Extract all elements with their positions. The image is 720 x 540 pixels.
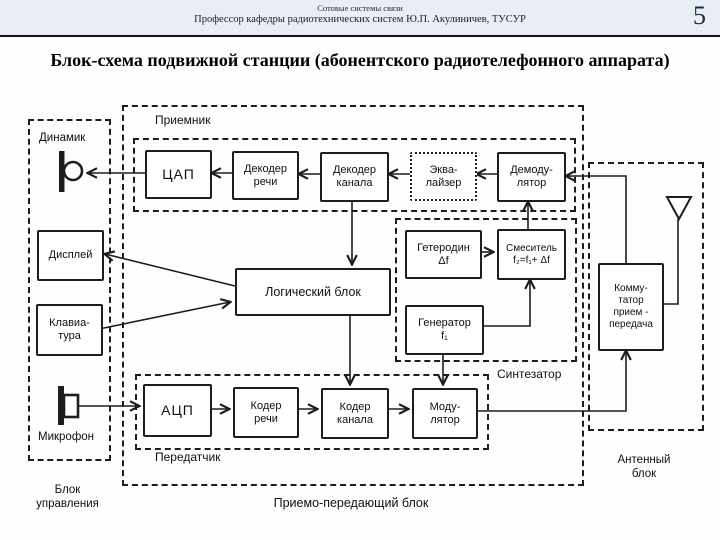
block-switch: Комму- татор прием - передача [598,263,664,351]
block-channel-coder-label: Кодер канала [337,400,373,426]
block-demodulator: Демоду- лятор [497,152,566,202]
block-display: Дисплей [37,230,104,281]
block-speech-coder-label: Кодер речи [250,399,282,425]
block-logic-label: Логический блок [265,284,361,299]
block-keyboard: Клавиа- тура [36,304,103,356]
block-equalizer: Эква- лайзер [410,152,477,201]
block-adc-label: АЦП [161,402,194,419]
block-mixer-label: Смеситель f₂=f₁+ Δf [506,242,557,266]
block-equalizer-label: Эква- лайзер [425,163,462,189]
synthesizer-label: Синтезатор [497,367,562,381]
block-generator-label: Генератор f₁ [418,317,471,342]
connector-switch-to-demod [566,176,627,263]
block-local-oscillator-label: Гетеродин Δf [417,241,470,267]
connector-gen-to-mixer [480,280,530,327]
transceiver-caption: Приемо-передающий блок [273,496,429,510]
block-modulator-label: Моду- лятор [429,400,461,426]
block-speech-decoder: Декодер речи [232,151,299,200]
block-generator: Генератор f₁ [405,305,484,355]
block-logic: Логический блок [235,268,391,316]
connector-mod-to-switch [474,351,626,412]
transmitter-container [135,374,489,450]
transmitter-label: Передатчик [155,450,221,464]
page-number: 5 [693,1,706,30]
connector-logic-to-display [105,254,236,287]
block-display-label: Дисплей [48,249,93,262]
antenna-icon [665,196,693,222]
connector-keyboard-to-logic [98,302,230,330]
block-channel-coder: Кодер канала [321,388,389,439]
antenna-unit-caption: Антенный блок [617,454,671,481]
block-mixer: Смеситель f₂=f₁+ Δf [497,229,566,280]
block-speech-coder: Кодер речи [233,387,299,438]
author-line: Профессор кафедры радиотехнических систе… [194,14,526,25]
antenna-unit-container [588,162,704,431]
synthesizer-container [395,218,577,362]
block-adc: АЦП [143,384,212,437]
block-dac-label: ЦАП [162,166,195,183]
slide-title: Блок-схема подвижной станции (абонентско… [50,50,670,70]
block-speech-decoder-label: Декодер речи [243,162,288,188]
speaker-label: Динамик [39,132,86,144]
slide-header: Сотовые системы связи Профессор кафедры … [0,0,720,37]
block-switch-label: Комму- татор прием - передача [609,283,653,330]
block-local-oscillator: Гетеродин Δf [405,230,482,279]
block-demodulator-label: Демоду- лятор [510,164,553,189]
speaker-icon [59,151,84,192]
receiver-label: Приемник [155,113,211,127]
block-dac: ЦАП [145,150,212,199]
connector-switch-to-antenna [660,219,679,305]
microphone-icon [58,386,80,425]
control-unit-container [28,119,111,461]
block-modulator: Моду- лятор [412,388,478,439]
transceiver-container [122,105,584,486]
control-unit-caption: Блок управления [36,484,99,511]
block-channel-decoder: Декодер канала [320,152,389,202]
block-channel-decoder-label: Декодер канала [332,164,377,189]
microphone-label: Микрофон [38,431,95,443]
block-keyboard-label: Клавиа- тура [49,317,90,342]
course-title: Сотовые системы связи [317,3,403,13]
